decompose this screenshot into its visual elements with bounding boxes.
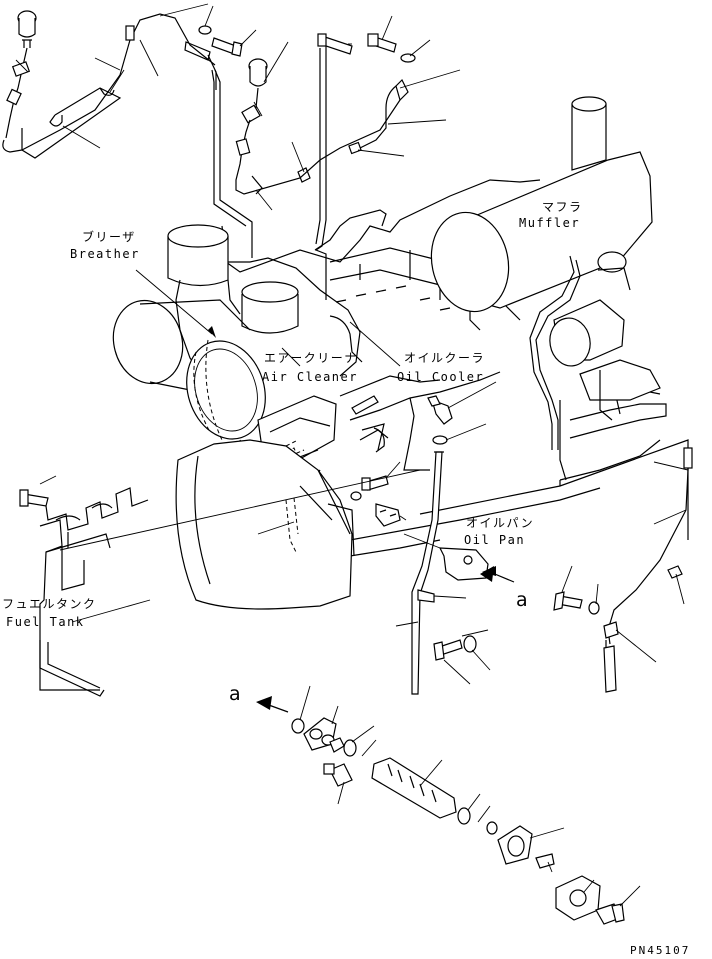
label-leaders [71,269,407,623]
top-left-sensor-harness [2,10,125,159]
oil-cooler-label-en: Oil Cooler [397,370,485,384]
air-cleaner-label-en: Air Cleaner [262,370,358,384]
flywheel-housing [175,439,355,610]
oil-pan-label-jp: オイルパン [466,516,535,530]
oil-cooler-pipe [350,381,497,527]
part-number: PN45107 [630,944,691,957]
muffler-label-jp: マフラ [542,200,583,214]
view-arrow-a [480,566,494,582]
fuel-tank-label-jp: フュエルタンク [2,597,97,611]
fuel-tank-label-en: Fuel Tank [6,615,85,629]
fuel-tank-area [19,469,421,697]
breather-label-jp: ブリーザ [82,230,136,244]
muffler-label-en: Muffler [519,216,581,230]
breather-label-en: Breather [70,247,140,261]
right-sensor-harness [553,447,693,693]
view-ref-a-lower: a [229,683,241,705]
level-gauge-pipe [395,451,515,695]
muffler [430,96,661,450]
oil-pan-label-en: Oil Pan [464,533,526,547]
top-right-small-parts [348,15,461,157]
oil-cooler-label-jp: オイルクーラ [404,351,486,365]
air-cleaner-label-jp: エアークリーナ [264,351,358,365]
view-ref-a-upper: a [516,589,528,611]
drain-assembly [256,685,641,925]
top-wire-run [21,3,257,258]
